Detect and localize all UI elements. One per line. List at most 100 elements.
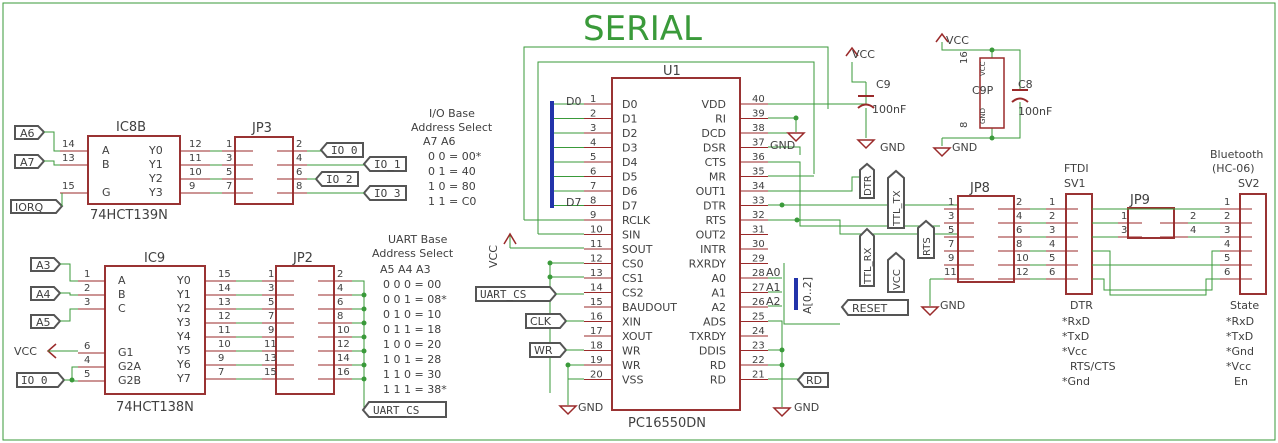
ic8b-pin: 14 (62, 139, 75, 150)
flag-a7[interactable] (14, 154, 46, 169)
u1-pin-number: 34 (752, 181, 765, 192)
vcc-label: VCC (852, 48, 875, 61)
ground-icon (932, 147, 952, 158)
uart-table-heading: UART Base (388, 233, 448, 246)
junction-dot (547, 274, 553, 280)
flag-wr[interactable] (529, 342, 568, 358)
u1-pin-label: SIN (622, 229, 640, 242)
ic9-pin: 14 (218, 283, 231, 294)
ic8b-pin: 10 (189, 167, 202, 178)
jp2-pin: 5 (268, 297, 274, 308)
jp3-pins (222, 150, 307, 194)
u1-pin-label: CS0 (622, 258, 644, 271)
ic8b: IC8B 74HCT139N A B G 14 13 15 Y0 Y1 Y2 Y… (60, 120, 210, 223)
u1-pin-number: 37 (752, 138, 765, 149)
u1-pin-number: 29 (752, 254, 765, 265)
flag-uart-cs-bottom[interactable] (361, 401, 447, 418)
jp2-pin: 2 (337, 269, 343, 280)
flag-a5[interactable] (30, 314, 62, 329)
flag-io1[interactable] (362, 156, 407, 172)
ic8b-in-b: B (102, 158, 110, 171)
u1-pin-label: CS1 (622, 272, 644, 285)
sv2-heading: (HC-06) (1212, 162, 1255, 175)
sv1-pin: 6 (1049, 267, 1055, 278)
c8-cap: VCC C9P 16 8 VCC GND C8 100nF GND (932, 32, 1052, 158)
flag-io2[interactable] (314, 171, 359, 187)
flag-io0-label: IO_0 (331, 144, 358, 157)
u1-pin-number: 26 (752, 297, 765, 308)
jp3-name: JP3 (251, 121, 272, 136)
vertical-flags: DTR TTL_TX TTL_RX RTS VCC (859, 162, 935, 293)
flag-ttl-tx[interactable] (887, 169, 905, 229)
flag-io0-ic9[interactable] (16, 372, 66, 388)
c9p-gnd: GND (979, 108, 987, 124)
flag-reset[interactable] (840, 299, 909, 316)
jp2-name: JP2 (292, 251, 313, 266)
u1-pin-label: DSR (703, 142, 726, 155)
jp9-pins (1118, 222, 1188, 238)
io-table-row: 1 0 = 80 (428, 180, 476, 193)
u1-pin-label: D2 (622, 127, 637, 140)
junction-dot (361, 362, 367, 368)
flag-dtr[interactable] (859, 162, 875, 199)
ic9-out: Y2 (176, 302, 191, 315)
u1-right-wires (768, 62, 958, 235)
sv1-note: RTS/CTS (1070, 360, 1116, 373)
jp8-pin: 7 (948, 239, 954, 250)
uart-table-row: 0 1 0 = 10 (383, 308, 441, 321)
flag-ttl-rx[interactable] (859, 227, 875, 287)
jp2-pin: 8 (337, 311, 343, 322)
sv1-note: *Gnd (1062, 375, 1090, 388)
sv2-pin: 5 (1224, 253, 1230, 264)
flag-vcc[interactable] (887, 251, 905, 293)
u1-pin-label: DCD (701, 127, 726, 140)
gnd-label: GND (578, 401, 603, 414)
uart-table-row: 1 0 0 = 20 (383, 338, 441, 351)
flag-a4[interactable] (30, 286, 62, 301)
flag-clk[interactable] (525, 313, 568, 329)
flag-iorq[interactable] (10, 199, 64, 214)
jp2-pin: 6 (337, 297, 343, 308)
jp2-pins (262, 280, 352, 380)
flag-uart-cs[interactable] (475, 286, 558, 302)
vcc-arrow-icon (845, 46, 859, 57)
jp9-name: JP9 (1129, 193, 1150, 208)
flag-ttl-tx-label: TTL_TX (892, 190, 903, 227)
junction-dot (989, 135, 995, 141)
u1-pin-number: 21 (752, 370, 765, 381)
ic9-in: G2A (118, 360, 142, 373)
junction-dot (794, 217, 800, 223)
u1-pin-number: 24 (752, 326, 765, 337)
io-table-row: 0 0 = 00* (428, 150, 482, 163)
ic8b-name: IC8B (116, 120, 146, 135)
io-base-table: I/O Base Address Select A7 A6 0 0 = 00* … (411, 107, 493, 208)
flag-wr-label: WR (534, 344, 553, 357)
ic9-pin: 11 (218, 325, 231, 336)
bus-a1-label: A1 (766, 281, 781, 294)
sv1-note: DTR (1070, 299, 1093, 312)
io-table-heading: Address Select (411, 121, 493, 134)
u1-pin-label: D5 (622, 171, 637, 184)
sv2-bluetooth: Bluetooth (HC-06) SV2 1 2 3 4 5 6 State … (1210, 148, 1267, 388)
ic9-pin: 3 (84, 297, 90, 308)
flag-a3[interactable] (30, 257, 62, 272)
sv2-note: *RxD (1226, 315, 1254, 328)
flag-a6[interactable] (14, 125, 46, 140)
sv1-pins (1046, 208, 1078, 280)
flag-rd[interactable] (796, 372, 829, 388)
u1-pin-number: 13 (590, 268, 603, 279)
c9-value: 100nF (872, 103, 906, 116)
gnd-label: GND (770, 139, 795, 152)
junction-dot (989, 47, 995, 53)
jp8-wires (929, 208, 1046, 306)
io-table-heading: I/O Base (429, 107, 475, 120)
c9p-pin8: 8 (959, 122, 970, 128)
data-bus: D0 D7 (550, 95, 581, 209)
ic9-pin: 1 (84, 269, 90, 280)
jp2-pin: 13 (264, 353, 277, 364)
flag-io0[interactable] (319, 142, 364, 158)
flag-rts[interactable] (917, 219, 935, 259)
flag-io3[interactable] (362, 185, 407, 201)
